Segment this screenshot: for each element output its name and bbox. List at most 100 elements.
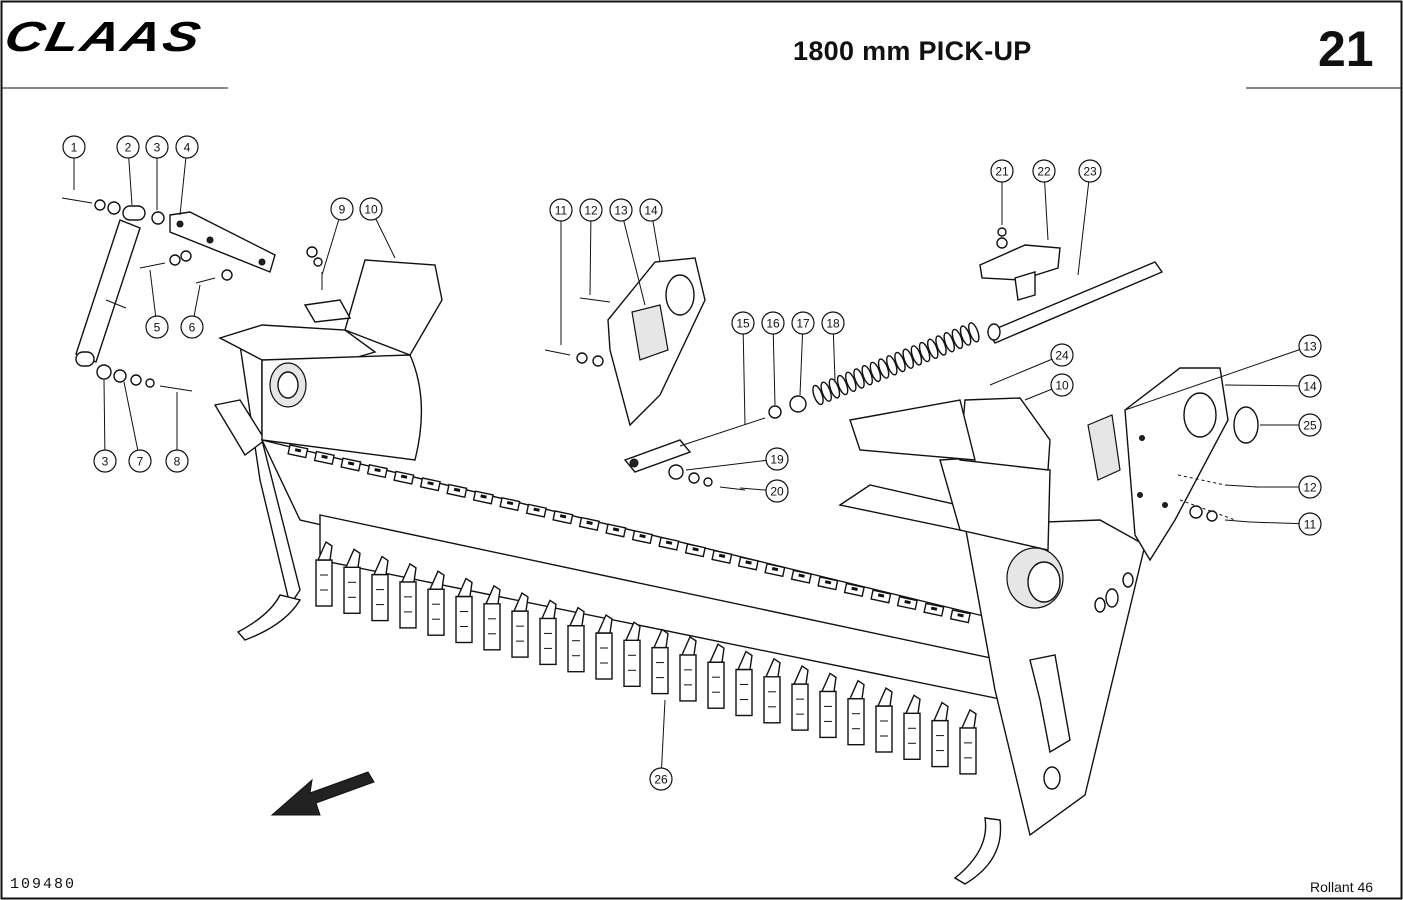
leader-c19: [685, 459, 767, 471]
callout-c21: 21: [990, 159, 1014, 183]
gas-strut: [75, 205, 146, 367]
callout-label-c14a: 14: [644, 204, 658, 218]
callout-label-c14b: 14: [1303, 380, 1317, 394]
leader-c13b: [1124, 349, 1300, 411]
wind-guard-plates: [303, 246, 352, 323]
leader-c6: [193, 284, 201, 317]
callout-c9: 9: [330, 197, 354, 221]
callout-label-c11a: 11: [555, 204, 568, 218]
callout-c12b: 12: [1298, 475, 1322, 499]
leader-lines: [73, 157, 1300, 769]
callout-label-c7: 7: [137, 455, 144, 469]
leader-c14a: [652, 220, 661, 263]
leader-c3b: [103, 379, 106, 451]
callout-c1: 1: [62, 135, 86, 159]
callout-c22: 22: [1032, 159, 1056, 183]
page-title: 1800 mm PICK-UP: [793, 36, 1032, 66]
callout-c7: 7: [128, 449, 152, 473]
pickup-right-side-plate: [964, 519, 1146, 837]
callout-label-c19: 19: [770, 453, 784, 467]
leader-c4: [179, 157, 187, 216]
leader-c18: [832, 333, 836, 381]
callout-c13a: 13: [609, 198, 633, 222]
callout-c20: 20: [765, 479, 789, 503]
callout-label-c5: 5: [154, 321, 161, 335]
callout-c17: 17: [791, 311, 815, 335]
callout-c13b: 13: [1298, 334, 1322, 358]
callout-c6: 6: [180, 315, 204, 339]
right-bearing-flange: [1087, 367, 1259, 562]
mounting-bracket: [169, 211, 276, 273]
callout-label-c2: 2: [125, 141, 132, 155]
pickup-left-housing: [218, 259, 443, 461]
callout-label-c24: 24: [1055, 349, 1069, 363]
callout-label-c13a: 13: [614, 204, 628, 218]
callout-c15: 15: [731, 311, 755, 335]
callout-label-c26: 26: [654, 773, 668, 787]
callout-label-c3b: 3: [102, 455, 109, 469]
callout-label-c20: 20: [770, 485, 784, 499]
callout-label-c16: 16: [766, 317, 780, 331]
callout-c8: 8: [165, 449, 189, 473]
callout-c4: 4: [175, 135, 199, 159]
support-shaft: [986, 261, 1164, 344]
callout-label-c13b: 13: [1303, 340, 1317, 354]
left-bearing-flange: [544, 257, 706, 427]
callout-c3a: 3: [145, 135, 169, 159]
leader-c2: [128, 157, 133, 206]
callout-label-c10b: 10: [1055, 379, 1069, 393]
leader-c24: [989, 358, 1053, 386]
callout-label-c22: 22: [1037, 165, 1051, 179]
leader-c7: [123, 381, 139, 451]
model-name: Rollant 46: [1310, 879, 1374, 895]
callout-label-c9: 9: [339, 203, 346, 217]
pickup-right-housing: [838, 397, 1051, 551]
callout-c12a: 12: [579, 198, 603, 222]
leader-c10b: [1024, 388, 1052, 401]
callout-c25: 25: [1298, 413, 1322, 437]
tine-strip-lower: [236, 540, 1002, 885]
callout-c14a: 14: [639, 198, 663, 222]
leader-c13a: [623, 220, 646, 306]
leader-c17: [799, 333, 804, 396]
leader-c9: [321, 219, 340, 276]
callout-label-c23: 23: [1083, 165, 1097, 179]
leader-c22: [1044, 181, 1049, 241]
callout-c5: 5: [145, 315, 169, 339]
callout-label-c18: 18: [826, 317, 840, 331]
leader-c23: [1077, 181, 1090, 276]
shaft-bracket: [979, 200, 1061, 301]
callout-c2: 2: [116, 135, 140, 159]
callout-c3b: 3: [93, 449, 117, 473]
callout-label-c6: 6: [189, 321, 196, 335]
leader-c14b: [1224, 384, 1300, 387]
callout-label-c11b: 11: [1304, 518, 1317, 532]
leader-c16: [772, 333, 776, 406]
leader-c5: [149, 269, 157, 317]
tine-strip-upper: [287, 444, 971, 624]
callout-label-c25: 25: [1303, 419, 1317, 433]
callout-c26: 26: [649, 767, 673, 791]
callout-label-c10a: 10: [364, 203, 378, 217]
callout-c10b: 10: [1050, 373, 1074, 397]
callout-label-c17: 17: [796, 317, 810, 331]
callout-c16: 16: [761, 311, 785, 335]
direction-arrow: [270, 771, 375, 816]
callout-label-c15: 15: [736, 317, 750, 331]
drawing-number: 109480: [10, 876, 77, 893]
leader-c15: [742, 333, 746, 426]
callout-label-c8: 8: [174, 455, 181, 469]
callout-c23: 23: [1078, 159, 1102, 183]
callout-c11a: 11: [549, 198, 573, 222]
leader-c10a: [375, 218, 396, 259]
callout-label-c3a: 3: [154, 141, 161, 155]
bolts-and-washers-left: [61, 197, 233, 392]
callout-label-c12b: 12: [1303, 481, 1317, 495]
leader-c20: [739, 487, 767, 491]
callout-label-c12a: 12: [584, 204, 598, 218]
callout-c11b: 11: [1298, 512, 1322, 536]
leader-c11b: [1249, 521, 1300, 525]
